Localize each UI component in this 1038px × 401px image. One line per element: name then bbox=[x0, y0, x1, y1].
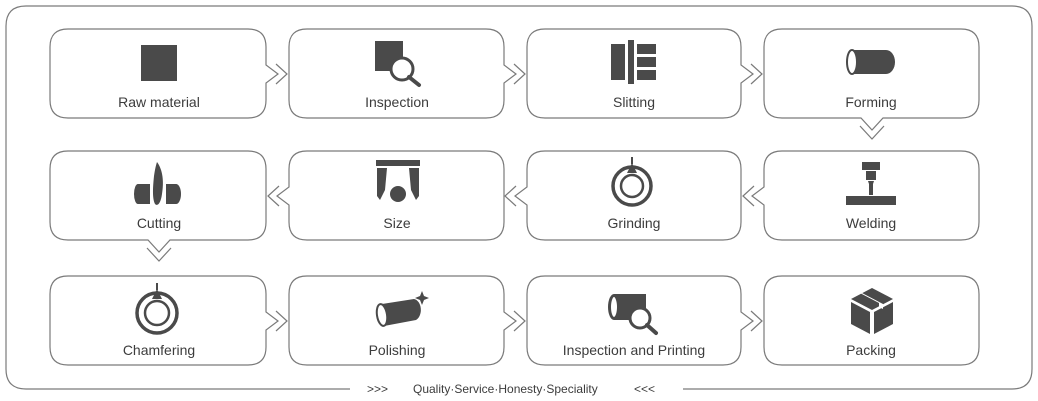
arrow-right-icon bbox=[513, 310, 526, 332]
step-grinding: Grinding bbox=[514, 150, 742, 241]
grinding-icon bbox=[611, 157, 653, 207]
step-slitting: Slitting bbox=[526, 28, 754, 119]
polishing-icon bbox=[375, 291, 429, 327]
welding-icon bbox=[846, 162, 896, 205]
step-chamfering: Chamfering bbox=[49, 275, 279, 366]
step-packing: Packing bbox=[763, 275, 980, 366]
step-label: Raw material bbox=[118, 94, 200, 110]
step-cutting: Cutting bbox=[49, 150, 267, 253]
slitting-icon bbox=[611, 40, 656, 84]
outer-frame bbox=[5, 5, 1033, 390]
arrow-right-icon bbox=[275, 310, 288, 332]
cutting-icon bbox=[134, 162, 181, 205]
step-polishing: Polishing bbox=[288, 275, 517, 366]
footer-left-marks: >>> bbox=[367, 382, 388, 396]
packing-icon bbox=[851, 288, 893, 334]
arrow-left-icon bbox=[504, 185, 517, 207]
step-label: Polishing bbox=[369, 342, 426, 358]
inspection-icon bbox=[375, 41, 421, 87]
arrow-right-icon bbox=[750, 63, 763, 85]
arrow-left-icon bbox=[267, 185, 280, 207]
raw-material-icon bbox=[141, 45, 177, 81]
inspection-printing-icon bbox=[608, 294, 658, 335]
step-size: Size bbox=[276, 150, 505, 241]
arrow-right-icon bbox=[750, 310, 763, 332]
forming-icon bbox=[846, 49, 895, 75]
arrow-right-icon bbox=[513, 63, 526, 85]
step-forming: Forming bbox=[763, 28, 980, 131]
arrow-down-icon bbox=[859, 125, 885, 140]
arrow-down-icon bbox=[146, 247, 172, 262]
footer-slogan: >>> Quality·Service·Honesty·Speciality <… bbox=[367, 382, 655, 396]
step-inspection-and-printing: Inspection and Printing bbox=[526, 275, 754, 366]
step-welding: Welding bbox=[751, 150, 980, 241]
footer-right-marks: <<< bbox=[634, 382, 655, 396]
step-label: Packing bbox=[846, 342, 896, 358]
step-label: Forming bbox=[845, 94, 896, 110]
step-raw-material: Raw material bbox=[49, 28, 279, 119]
step-inspection: Inspection bbox=[288, 28, 517, 119]
step-label: Cutting bbox=[137, 215, 181, 231]
step-label: Size bbox=[383, 215, 410, 231]
step-label: Chamfering bbox=[123, 342, 195, 358]
arrow-right-icon bbox=[275, 63, 288, 85]
step-label: Inspection and Printing bbox=[563, 342, 705, 358]
step-label: Welding bbox=[846, 215, 896, 231]
footer-slogan-text: Quality·Service·Honesty·Speciality bbox=[413, 382, 598, 396]
step-label: Grinding bbox=[608, 215, 661, 231]
size-icon bbox=[376, 160, 420, 202]
chamfering-icon bbox=[135, 283, 179, 335]
step-label: Slitting bbox=[613, 94, 655, 110]
arrow-left-icon bbox=[742, 185, 755, 207]
step-label: Inspection bbox=[365, 94, 429, 110]
